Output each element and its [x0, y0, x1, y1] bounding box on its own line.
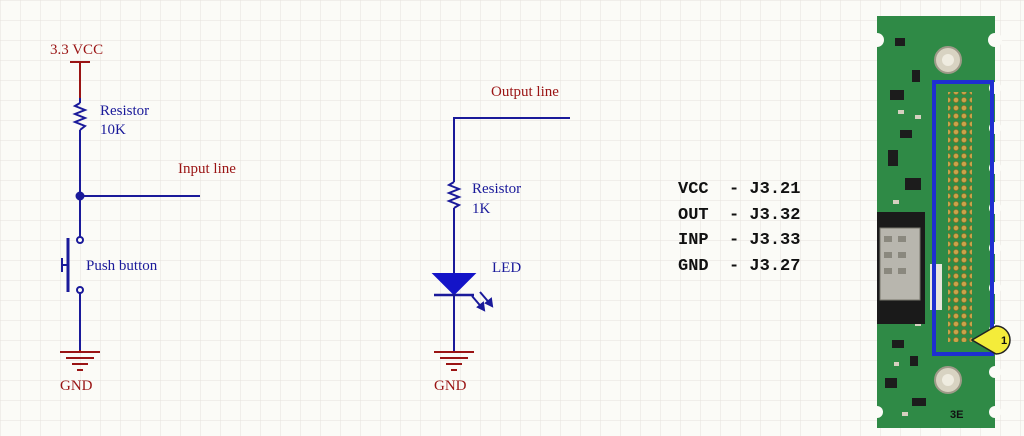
- resistor-1k-value: 1K: [472, 201, 491, 217]
- pin-1-label: 1: [1001, 335, 1007, 347]
- led-ray-2-head: [484, 297, 494, 308]
- pin-map-row: GND - J3.27: [678, 257, 800, 276]
- resistor-10k: [72, 102, 88, 131]
- input-circuit: [60, 61, 200, 371]
- resistor-1k: [446, 181, 462, 209]
- led-label: LED: [492, 260, 521, 276]
- pcb-board: 3E 1: [870, 16, 1011, 428]
- resistor-1k-label: Resistor: [472, 181, 521, 197]
- junction-dot: [75, 191, 85, 201]
- led-symbol: [431, 273, 477, 296]
- gnd-label-input: GND: [60, 378, 93, 394]
- led-ray-1-head: [476, 301, 486, 312]
- button-contact-bottom: [76, 286, 84, 294]
- pin-map-row: INP - J3.33: [678, 231, 800, 250]
- input-line-label: Input line: [178, 161, 236, 177]
- mount-hole-top-inner: [942, 54, 954, 66]
- output-line-wire: [453, 117, 570, 182]
- resistor-value: 10K: [100, 122, 126, 138]
- mount-hole-bottom-inner: [942, 374, 954, 386]
- vcc-label: 3.3 VCC: [50, 42, 103, 58]
- sim-contacts: [884, 236, 906, 274]
- pin-map: VCC - J3.21 OUT - J3.32 INP - J3.33 GND …: [678, 180, 800, 276]
- silkscreen-label: 3E: [950, 409, 963, 421]
- push-button-label: Push button: [86, 258, 158, 274]
- output-circuit: [431, 117, 570, 371]
- gnd-label-output: GND: [434, 378, 467, 394]
- header-highlight-box: [932, 80, 994, 356]
- pin-map-row: VCC - J3.21: [678, 180, 800, 199]
- pin-map-row: OUT - J3.32: [678, 206, 800, 225]
- header-pads-j3: [948, 92, 972, 342]
- pin-1-marker: [970, 325, 1011, 355]
- output-line-label: Output line: [491, 84, 559, 100]
- button-contact-top: [76, 236, 84, 244]
- resistor-label: Resistor: [100, 103, 149, 119]
- smd-components: [885, 38, 926, 406]
